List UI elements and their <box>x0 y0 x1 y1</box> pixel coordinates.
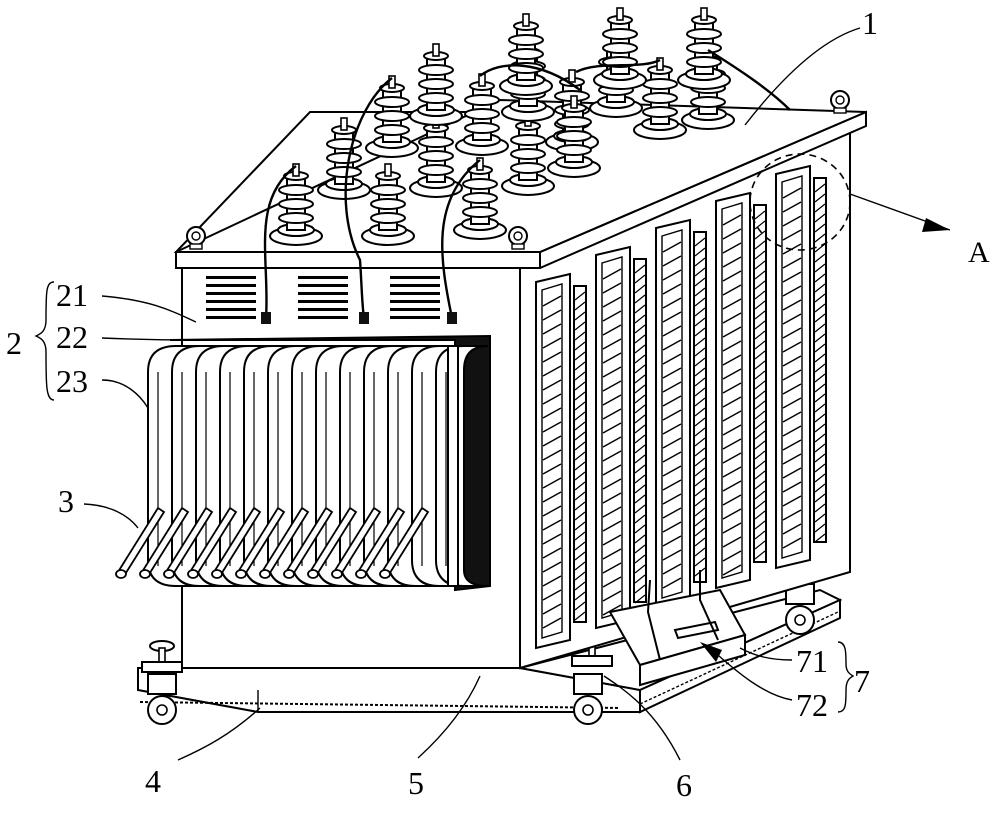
label-21: 21 <box>56 277 88 313</box>
bushing-icon <box>365 75 419 158</box>
drawer-assembly <box>608 570 747 687</box>
label-23: 23 <box>56 363 88 399</box>
cable-line <box>344 77 393 319</box>
radiator-fin-group <box>147 345 489 587</box>
lifting-ring-icon <box>186 226 206 250</box>
label-7: 7 <box>854 663 870 699</box>
vent-slot <box>206 308 256 311</box>
cable-line <box>479 64 581 91</box>
drain-pipe <box>235 506 286 579</box>
bushing-icon <box>361 163 415 246</box>
pipe-group <box>115 506 430 579</box>
bushing-icon <box>677 7 731 90</box>
upper-vents <box>206 276 440 319</box>
caster-wheel-icon <box>147 673 177 725</box>
vent-slot <box>390 292 440 295</box>
bushing-icon <box>269 163 323 246</box>
leader-lines <box>83 27 951 761</box>
drain-pipe <box>163 506 214 579</box>
side-radiator <box>595 245 647 630</box>
lifting-ring-icon <box>508 226 528 250</box>
vent-slot <box>298 300 348 303</box>
label-72: 72 <box>796 687 828 723</box>
vent-slot <box>390 276 440 279</box>
bushing-icon <box>547 95 601 178</box>
drain-pipe <box>307 506 358 579</box>
vent-slot <box>298 292 348 295</box>
label-5: 5 <box>408 765 424 801</box>
bushing-icon <box>317 117 371 200</box>
cable-line <box>263 165 297 319</box>
drain-pipe <box>211 506 262 579</box>
bushing-icon <box>499 13 553 96</box>
label-a: A <box>968 236 990 269</box>
vent-slot <box>298 284 348 287</box>
cable-terminal <box>359 312 369 324</box>
side-radiator <box>655 218 707 610</box>
drain-pipe <box>331 506 382 579</box>
cable-terminal <box>447 312 457 324</box>
brace-2 <box>34 281 55 401</box>
drain-pipe <box>259 506 310 579</box>
label-22: 22 <box>56 319 88 355</box>
vent-slot <box>298 308 348 311</box>
vent-slot <box>206 276 256 279</box>
vent-slot <box>298 316 348 319</box>
radiator-fin-end <box>447 345 459 587</box>
front-radiator <box>147 334 491 592</box>
vent-slot <box>390 308 440 311</box>
bushing-icon <box>501 113 555 196</box>
cable-line <box>575 58 661 74</box>
drain-pipe <box>115 506 166 579</box>
label-1: 1 <box>862 5 878 41</box>
drain-pipe <box>283 506 334 579</box>
bushing-icon <box>593 7 647 90</box>
side-radiator-group <box>535 164 827 650</box>
lifting-ring-group <box>186 90 850 250</box>
caster-wheel-icon <box>573 673 603 725</box>
vent-slot <box>206 316 256 319</box>
side-radiator <box>535 272 587 650</box>
drain-pipe <box>139 506 190 579</box>
label-2: 2 <box>6 325 22 361</box>
bushing-icon <box>453 157 507 240</box>
cable-line <box>707 48 791 111</box>
vent-slot <box>206 284 256 287</box>
bushing-icon <box>409 43 463 126</box>
vent-slot <box>206 300 256 303</box>
cable-terminal <box>261 312 271 324</box>
label-3: 3 <box>58 483 74 519</box>
detail-circle-a <box>749 153 851 251</box>
bushing-icon <box>633 57 687 140</box>
drain-pipe <box>187 506 238 579</box>
caster-wheel-icon <box>785 583 815 635</box>
label-71: 71 <box>796 643 828 679</box>
leveling-foot-icon <box>141 640 183 673</box>
vent-slot <box>390 300 440 303</box>
vent-slot <box>298 276 348 279</box>
vent-slot <box>390 316 440 319</box>
label-4: 4 <box>145 763 161 799</box>
label-texts: 1 A 2 21 22 23 3 4 5 6 71 72 7 <box>6 5 990 803</box>
cable-line <box>441 159 481 319</box>
vent-slot <box>206 292 256 295</box>
side-radiator <box>715 191 767 590</box>
label-6: 6 <box>676 767 692 803</box>
bushing-group <box>261 7 791 324</box>
vent-slot <box>390 284 440 287</box>
lifting-ring-icon <box>830 90 850 114</box>
side-radiator <box>775 164 827 570</box>
bushing-icon <box>455 73 509 156</box>
drain-pipe <box>379 506 430 579</box>
brace-7 <box>837 641 855 713</box>
drain-pipe <box>355 506 406 579</box>
